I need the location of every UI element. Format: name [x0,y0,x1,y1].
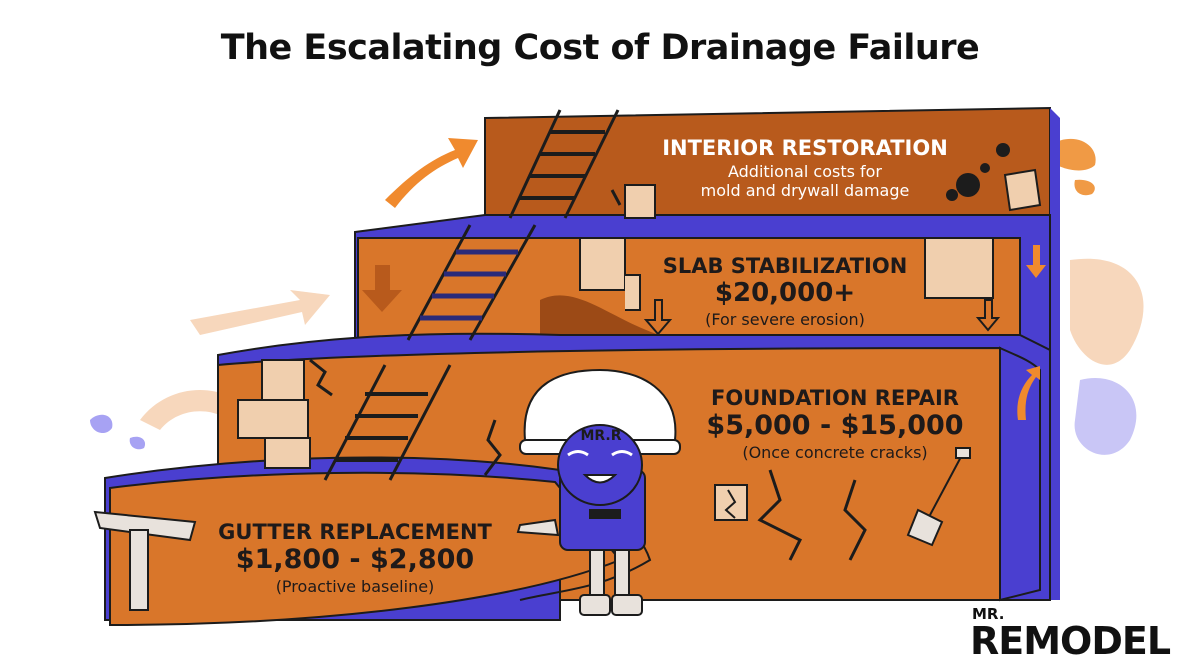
crack-icon [309,189,867,561]
ladder-icon [323,364,452,481]
step-cost: $5,000 - $15,000 [706,410,964,441]
background-splashes [90,138,1144,455]
step-note: (Once concrete cracks) [742,443,928,462]
logo-top-text: MR. [972,605,1005,623]
crack-block-icon [714,484,748,521]
ladder-icon [508,109,620,219]
up-arrow-icon [1017,366,1040,420]
label-interior-restoration: INTERIOR RESTORATION Additional costs fo… [630,136,980,200]
label-gutter-replacement: GUTTER REPLACEMENT $1,800 - $2,800 (Proa… [205,520,505,596]
label-foundation-repair: FOUNDATION REPAIR $5,000 - $15,000 (Once… [690,386,980,462]
brand-logo: MR. REMODEL [970,605,1180,663]
logo-main-text: REMODEL [970,619,1171,663]
step-note: Additional costs for [727,162,883,181]
step-cost: $1,800 - $2,800 [235,544,475,575]
mold-icon [624,143,1042,219]
step-heading: FOUNDATION REPAIR [711,386,959,410]
step-heading: GUTTER REPLACEMENT [218,520,492,544]
step-note: (Proactive baseline) [275,577,435,596]
ladder-icon [406,224,537,341]
gutter-icon [93,510,197,611]
mascot-robot [516,368,681,616]
shovel-icon [906,447,971,547]
down-arrow-icon [362,245,1046,336]
label-slab-stabilization: SLAB STABILIZATION $20,000+ (For severe … [640,254,930,329]
step-cost: $20,000+ [714,278,856,308]
step-slab-stabilization [354,214,1051,351]
step-note: (For severe erosion) [705,310,865,329]
mascot-helmet-text: MR.R [580,428,622,444]
page-title: The Escalating Cost of Drainage Failure [220,28,980,68]
step-heading: INTERIOR RESTORATION [662,136,948,160]
pillar-icon [579,237,994,311]
step-heading: SLAB STABILIZATION [662,254,908,278]
step-note: mold and drywall damage [700,181,910,200]
concrete-block-icon [237,359,311,469]
